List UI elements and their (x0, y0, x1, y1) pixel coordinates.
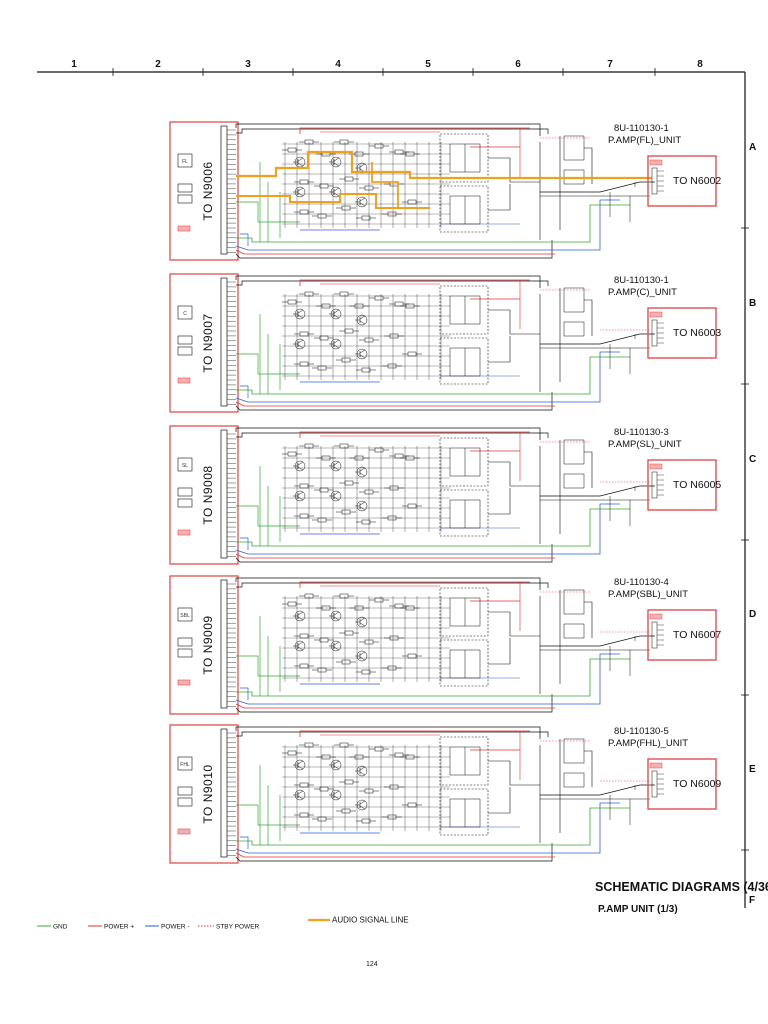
unit-name: P.AMP(SBL)_UNIT (608, 589, 688, 600)
output-connector-label: TO N6005 (673, 479, 721, 491)
legend-label: AUDIO SIGNAL LINE (332, 915, 409, 924)
column-label: 7 (607, 59, 613, 70)
amp-unit-panel: TO N9008 SL 8U-110130-3P.AMP(SL)_UNIT TO N6… (169, 425, 721, 565)
legend-label: GND (53, 923, 68, 930)
column-label: 6 (515, 59, 521, 70)
amp-unit-panel: TO N9009 SBL 8U-110130-4P.AMP(SBL)_UNIT TO … (169, 575, 721, 715)
column-label: 5 (425, 59, 431, 70)
page-number: 124 (366, 961, 378, 968)
row-label: B (749, 298, 756, 309)
output-connector-label: TO N6002 (673, 175, 721, 187)
column-label: 1 (71, 59, 77, 70)
row-label: D (749, 609, 756, 620)
diagram-title: SCHEMATIC DIAGRAMS (4/36) (595, 880, 768, 894)
diagram-subtitle: P.AMP UNIT (1/3) (598, 904, 678, 915)
unit-code: 8U-110130-1 (614, 123, 669, 134)
channel-name: FHL (180, 762, 190, 768)
channel-name: C (183, 311, 187, 317)
connector-vertical-label: TO N9006 (201, 161, 215, 220)
output-connector-label: TO N6007 (673, 629, 721, 641)
row-label: F (749, 895, 755, 906)
connector-vertical-label: TO N9008 (201, 465, 215, 524)
row-label: E (749, 764, 756, 775)
unit-name: P.AMP(SL)_UNIT (608, 439, 682, 450)
column-label: 3 (245, 59, 251, 70)
legend-label: POWER + (104, 923, 134, 930)
column-label: 8 (697, 59, 703, 70)
unit-code: 8U-110130-1 (614, 275, 669, 286)
channel-name: FL (182, 159, 188, 165)
connector-vertical-label: TO N9009 (201, 615, 215, 674)
amp-unit-panel: TO N9010 FHL 8U-110130-5P.AMP(FHL)_UNIT TO … (169, 724, 721, 864)
unit-code: 8U-110130-4 (614, 577, 669, 588)
row-ruler: A B C D E F (741, 72, 756, 908)
column-ruler: 1 2 3 4 5 6 7 8 (37, 59, 745, 76)
legend-label: POWER - (161, 923, 190, 930)
channel-name: SL (182, 463, 188, 469)
unit-code: 8U-110130-3 (614, 427, 669, 438)
legend-label: STBY POWER (216, 923, 260, 930)
unit-name: P.AMP(FHL)_UNIT (608, 738, 688, 749)
connector-vertical-label: TO N9007 (201, 313, 215, 372)
unit-name: P.AMP(C)_UNIT (608, 287, 677, 298)
column-label: 2 (155, 59, 161, 70)
row-label: C (749, 454, 756, 465)
unit-name: P.AMP(FL)_UNIT (608, 135, 681, 146)
amp-unit-panel: TO N9007 C 8U-110130-1P.AMP(C)_UNIT TO N600… (169, 273, 721, 413)
column-label: 4 (335, 59, 341, 70)
unit-code: 8U-110130-5 (614, 726, 669, 737)
output-connector-label: TO N6009 (673, 778, 721, 790)
line-legend: GND POWER + POWER - STBY POWER AUDIO SIGNAL … (37, 915, 409, 930)
connector-vertical-label: TO N9010 (201, 764, 215, 823)
channel-name: SBL (180, 613, 190, 619)
amp-unit-panel: TO N9006 FL 8U-110130-1P.AMP(FL)_UNIT TO N6… (169, 121, 721, 261)
row-label: A (749, 142, 756, 153)
output-connector-label: TO N6003 (673, 327, 721, 339)
